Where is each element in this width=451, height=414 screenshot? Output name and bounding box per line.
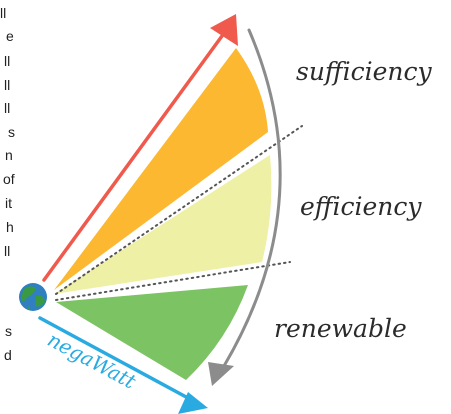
divider-line-lower — [55, 261, 291, 301]
globe-icon — [19, 283, 47, 311]
sufficiency-label: sufficiency — [296, 57, 433, 86]
cropped-margin-text: ll e ll ll ll s n of it h ll s d — [0, 5, 15, 363]
margin-line: e — [6, 28, 14, 44]
margin-line: d — [4, 347, 12, 363]
sufficiency-wedge — [54, 48, 268, 290]
margin-line: ll — [4, 243, 10, 259]
efficiency-wedge — [54, 155, 272, 294]
efficiency-label: efficiency — [300, 192, 422, 221]
margin-line: of — [3, 171, 15, 187]
margin-line: h — [6, 219, 14, 235]
demand-arrow — [42, 14, 238, 282]
negawatt-arrow — [38, 316, 208, 414]
margin-line: ll — [4, 100, 10, 116]
margin-line: s — [8, 124, 15, 140]
renewable-wedge — [56, 285, 248, 380]
margin-line: s — [5, 323, 12, 339]
margin-line: ll — [0, 5, 6, 21]
margin-line: ll — [4, 53, 10, 69]
bracket-arrow — [208, 28, 282, 386]
divider-line-upper — [55, 125, 303, 295]
margin-line: ll — [4, 77, 10, 93]
renewable-label: renewable — [274, 314, 407, 343]
margin-line: n — [5, 147, 13, 163]
margin-line: it — [5, 195, 12, 211]
